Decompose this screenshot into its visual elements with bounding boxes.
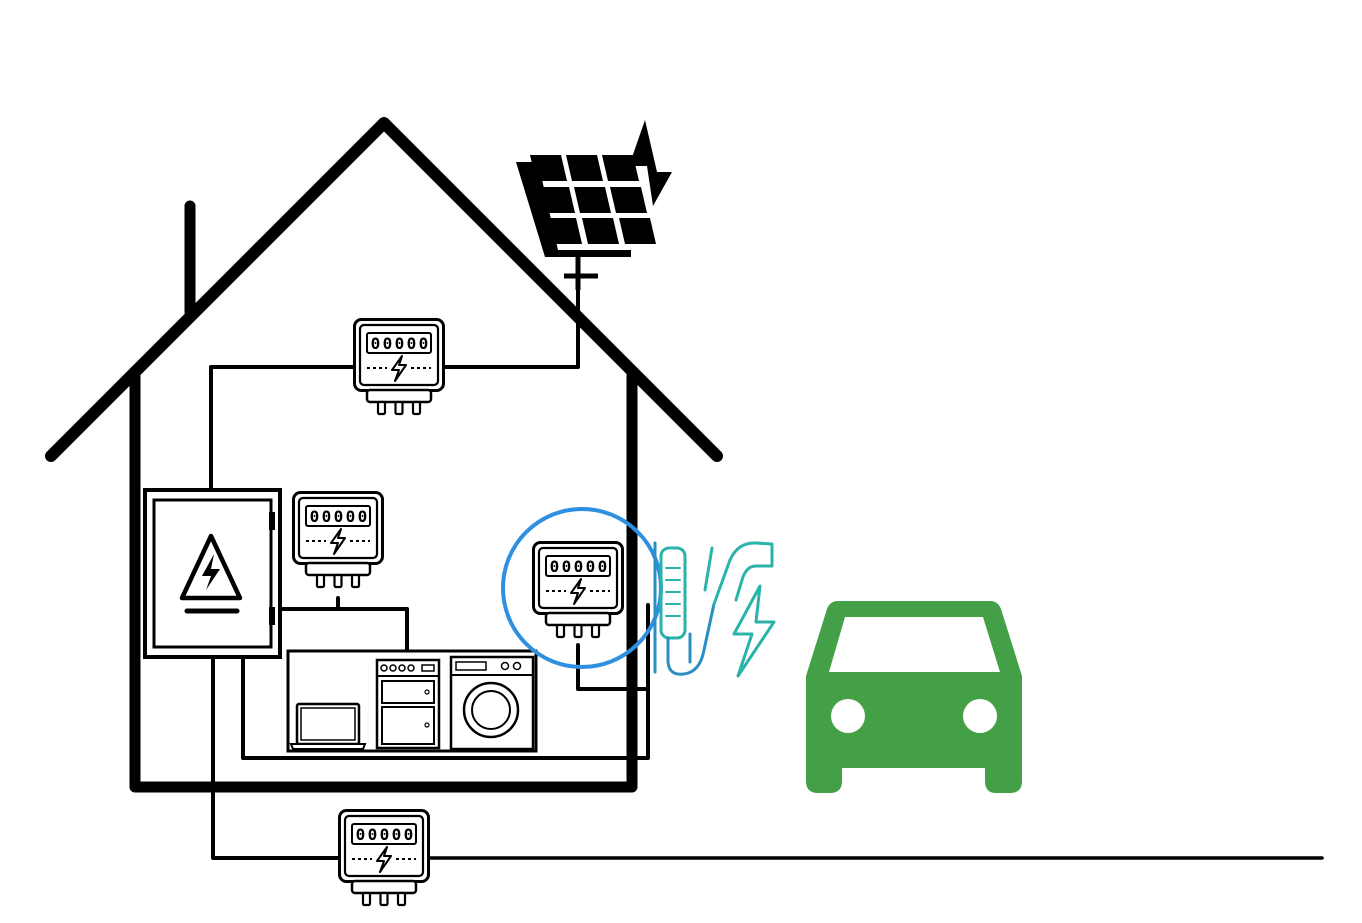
meter-pv [353, 318, 445, 416]
lightning-bolt-icon [629, 120, 672, 206]
car-icon [806, 601, 1022, 793]
appliances [286, 649, 538, 753]
wire-ev-meter-to-charger [576, 643, 650, 691]
meter-household [292, 491, 384, 589]
wire-panel-to-pv-meter [209, 365, 355, 492]
meter-ev [532, 541, 624, 639]
stove-icon [375, 658, 441, 750]
laptop-icon [289, 702, 367, 750]
wiring [209, 266, 1324, 860]
house-walls [129, 370, 638, 793]
solar-panel-icon [516, 155, 656, 290]
high-voltage-cabinet-icon [143, 488, 282, 659]
wire-board-to-appliances [278, 607, 409, 653]
wire-board-to-grid-meter [211, 655, 340, 860]
wire-pv-meter-to-solar [443, 266, 580, 369]
meter-grid [338, 809, 430, 907]
house-roof [45, 117, 723, 462]
house-outline-icon [45, 117, 723, 793]
ev-charger-icon [653, 541, 776, 678]
washing-machine-icon [449, 655, 535, 751]
wire-board-to-ev-circuit [241, 603, 650, 760]
